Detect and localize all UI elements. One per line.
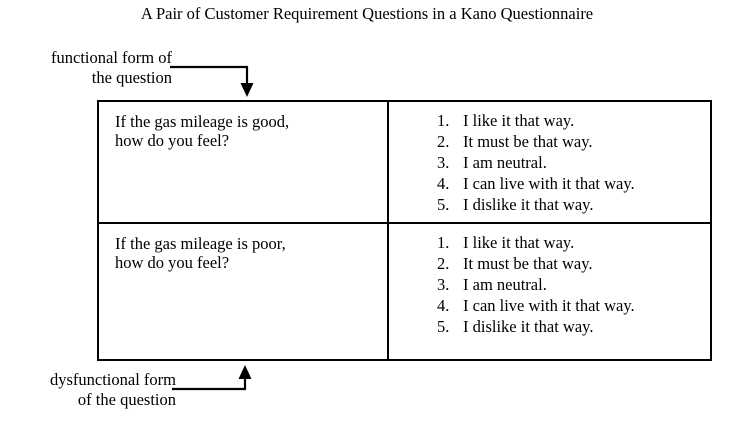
answer-label: I dislike it that way. [463,195,594,214]
answer-number: 2. [437,132,450,151]
arrow-down-icon [170,65,254,97]
functional-form-callout-line-1: functional form of [51,48,172,67]
dysfunctional-form-callout-line-2: of the question [77,390,176,409]
answer-number: 5. [437,317,450,336]
answer-label: I dislike it that way. [463,317,594,336]
answer-number: 1. [437,233,450,252]
question-line-2: how do you feel? [115,131,230,150]
question-cell-functional: If the gas mileage is good, how do you f… [99,102,389,222]
answer-label: I am neutral. [463,275,547,294]
answer-label: I can live with it that way. [463,296,635,315]
list-item[interactable]: 4. I can live with it that way. [437,173,710,194]
answer-number: 1. [437,111,450,130]
answers-cell-dysfunctional: 1. I like it that way. 2. It must be tha… [389,224,710,359]
list-item[interactable]: 1. I like it that way. [437,232,710,253]
list-item[interactable]: 5. I dislike it that way. [437,194,710,215]
dysfunctional-form-callout-line-1: dysfunctional form [49,370,176,389]
answer-number: 4. [437,174,450,193]
answer-label: It must be that way. [463,132,593,151]
list-item[interactable]: 4. I can live with it that way. [437,295,710,316]
answer-label: It must be that way. [463,254,593,273]
answer-number: 3. [437,153,450,172]
answer-number: 4. [437,296,450,315]
list-item[interactable]: 1. I like it that way. [437,110,710,131]
functional-form-callout-line-2: the question [91,68,172,87]
dysfunctional-form-callout-label: dysfunctional form of the question [0,370,176,410]
answer-label: I like it that way. [463,233,575,252]
arrow-up-icon [172,365,252,391]
table-row: If the gas mileage is good, how do you f… [99,102,710,222]
question-text: If the gas mileage is good, how do you f… [115,112,387,150]
question-line-2: how do you feel? [115,253,230,272]
list-item[interactable]: 5. I dislike it that way. [437,316,710,337]
answer-label: I like it that way. [463,111,575,130]
question-line-1: If the gas mileage is poor, [115,234,286,253]
answer-number: 5. [437,195,450,214]
answer-list: 1. I like it that way. 2. It must be tha… [437,110,710,215]
list-item[interactable]: 3. I am neutral. [437,274,710,295]
list-item[interactable]: 2. It must be that way. [437,131,710,152]
table-row: If the gas mileage is poor, how do you f… [99,222,710,359]
question-line-1: If the gas mileage is good, [115,112,290,131]
answer-list: 1. I like it that way. 2. It must be tha… [437,232,710,337]
question-cell-dysfunctional: If the gas mileage is poor, how do you f… [99,224,389,359]
list-item[interactable]: 3. I am neutral. [437,152,710,173]
answer-label: I am neutral. [463,153,547,172]
answer-number: 3. [437,275,450,294]
kano-question-table: If the gas mileage is good, how do you f… [97,100,712,361]
figure-title: A Pair of Customer Requirement Questions… [140,4,594,23]
answer-number: 2. [437,254,450,273]
list-item[interactable]: 2. It must be that way. [437,253,710,274]
functional-form-callout-label: functional form of the question [0,48,172,88]
answers-cell-functional: 1. I like it that way. 2. It must be tha… [389,102,710,222]
question-text: If the gas mileage is poor, how do you f… [115,234,387,272]
answer-label: I can live with it that way. [463,174,635,193]
